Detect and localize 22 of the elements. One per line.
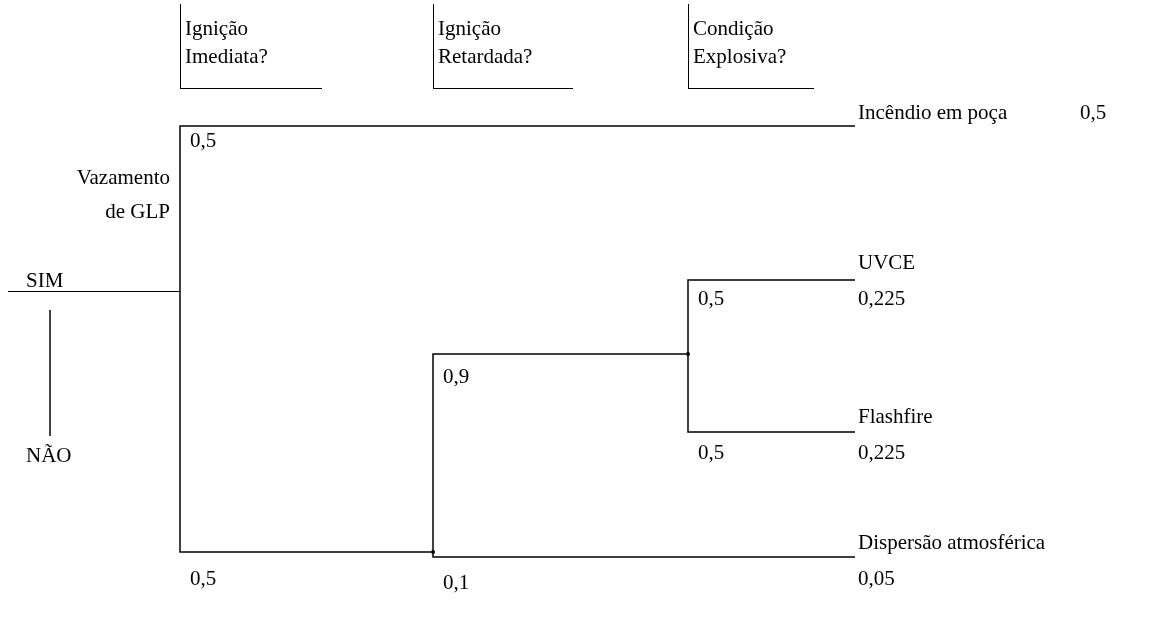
column-header: Ignição Imediata?	[180, 4, 322, 89]
branch-line	[432, 353, 687, 553]
key-label: NÃO	[26, 443, 72, 467]
branch-line	[179, 125, 856, 293]
probability-value: 0,5	[1080, 100, 1107, 124]
outcome-label: Dispersão atmosférica	[858, 530, 1046, 554]
probability-value: 0,225	[858, 286, 906, 310]
branch-line	[432, 551, 856, 558]
branch-line	[179, 291, 432, 553]
probability-value: 0,05	[858, 566, 895, 590]
column-header: Condição Explosiva?	[688, 4, 814, 89]
branch-line	[687, 279, 856, 355]
initiating-event-label: Vazamento de GLP	[75, 164, 170, 225]
column-header: Ignição Retardada?	[433, 4, 573, 89]
outcome-label: Flashfire	[858, 404, 933, 428]
outcome-label: UVCE	[858, 250, 916, 274]
probability-value: 0,225	[858, 440, 906, 464]
junction-point	[431, 550, 435, 554]
key-label: SIM	[26, 268, 64, 292]
outcome-label: Incêndio em poça	[858, 100, 1008, 124]
branch-line	[687, 353, 856, 433]
junction-point	[686, 352, 690, 356]
